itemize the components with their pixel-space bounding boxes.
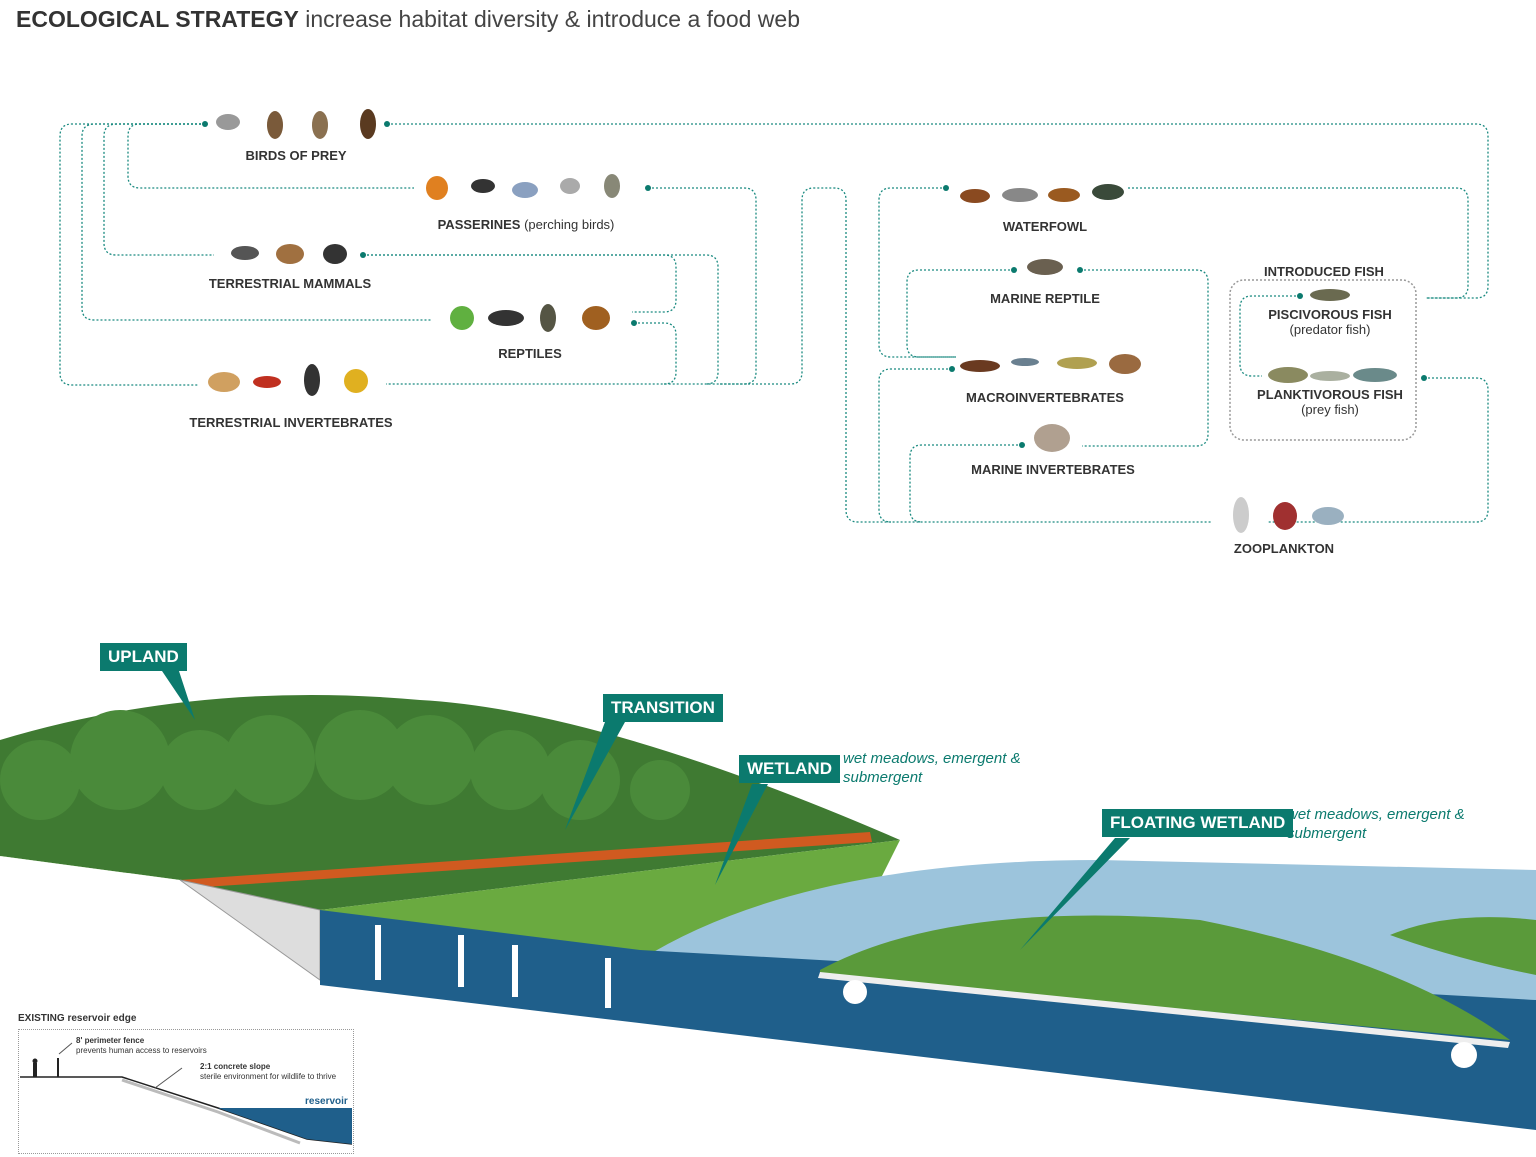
callout-wetland: WETLAND bbox=[739, 755, 840, 783]
inset-box bbox=[18, 1029, 354, 1154]
label-birds-of-prey: BIRDS OF PREY bbox=[245, 148, 347, 163]
page-title: ECOLOGICAL STRATEGY increase habitat div… bbox=[16, 6, 800, 32]
label-terrestrial-mammals: TERRESTRIAL MAMMALS bbox=[208, 276, 372, 291]
floating-wetland-note: wet meadows, emergent & submergent bbox=[1287, 806, 1465, 842]
label-reptiles: REPTILES bbox=[498, 346, 562, 361]
landscape-section bbox=[0, 668, 1536, 1157]
label-macroinvertebrates: MACROINVERTEBRATES bbox=[966, 390, 1124, 405]
reservoir-label: reservoir bbox=[305, 1096, 348, 1107]
label-zooplankton: ZOOPLANKTON bbox=[1233, 541, 1335, 556]
inset-title: EXISTING reservoir edge bbox=[18, 1013, 137, 1024]
callout-transition: TRANSITION bbox=[603, 694, 723, 722]
label-passerines: PASSERINES (perching birds) bbox=[437, 217, 615, 232]
animal-icons bbox=[208, 109, 1397, 533]
callout-floating-wetland: FLOATING WETLAND bbox=[1102, 809, 1294, 837]
inset-drawing bbox=[20, 1042, 353, 1145]
wetland-note: wet meadows, emergent & submergent bbox=[843, 750, 1021, 786]
label-planktivorous-fish: PLANKTIVOROUS FISH(prey fish) bbox=[1257, 387, 1403, 417]
label-marine-invertebrates: MARINE INVERTEBRATES bbox=[971, 462, 1135, 477]
callout-upland: UPLAND bbox=[100, 643, 187, 671]
label-introduced-fish: INTRODUCED FISH bbox=[1260, 264, 1388, 279]
label-marine-reptile: MARINE REPTILE bbox=[990, 291, 1100, 306]
label-terrestrial-invertebrates: TERRESTRIAL INVERTEBRATES bbox=[189, 415, 393, 430]
label-waterfowl: WATERFOWL bbox=[1002, 219, 1088, 234]
label-piscivorous-fish: PISCIVOROUS FISH(predator fish) bbox=[1268, 307, 1392, 337]
